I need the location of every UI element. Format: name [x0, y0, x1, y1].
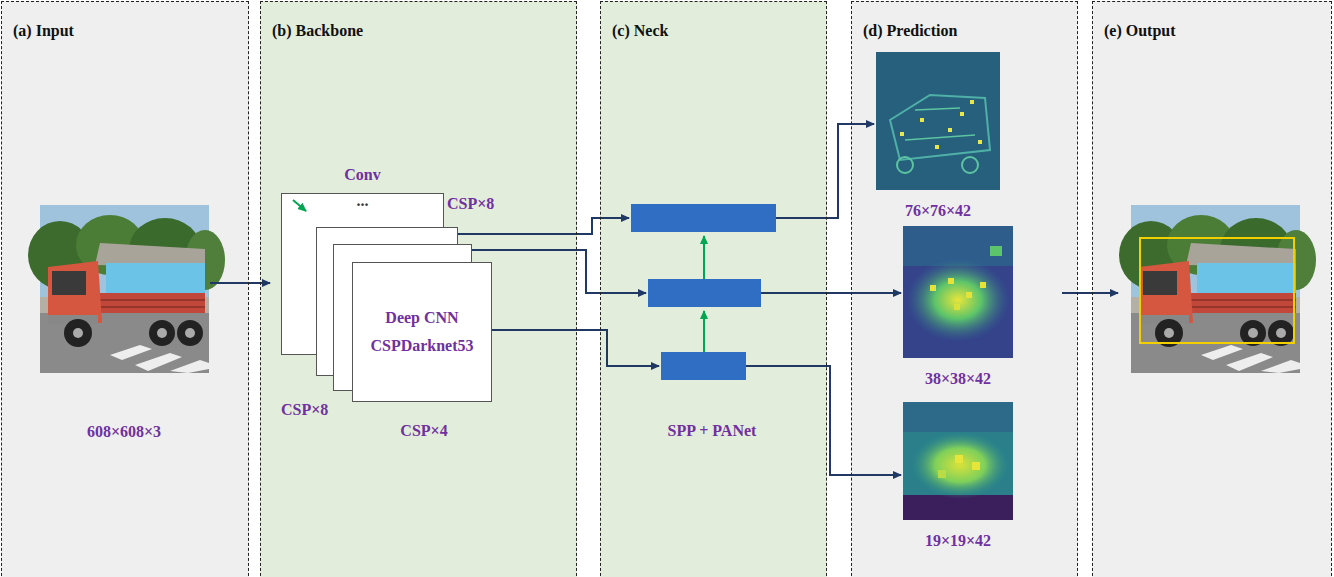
panel-heading: (e) Output	[1104, 21, 1320, 41]
stage-repeat: CSP×8	[447, 194, 494, 214]
panel-frame: (b) BackboneConv... Deep CNN CSPDarknet53	[260, 1, 577, 577]
bounding-box	[1140, 238, 1294, 343]
map-size: 76×76×42	[905, 200, 971, 222]
wires	[210, 124, 1118, 475]
feature-map: 38×38×42	[903, 226, 1013, 390]
heatmap	[876, 52, 1000, 190]
block-label: Deep CNN	[385, 308, 458, 328]
panel-heading: (a) Input	[13, 21, 237, 41]
heatmap	[903, 226, 1013, 358]
block-label: Conv	[282, 164, 443, 186]
panel-frame: (a) Input	[1, 1, 249, 577]
feature-map: 76×76×42	[876, 52, 1000, 222]
panel-frame: (d) Prediction 76×76×42 38×38×42 19×19×42	[851, 1, 1078, 577]
stage-repeat: CSP×8	[281, 400, 328, 420]
heatmap	[903, 402, 1013, 520]
panel-heading: (b) Backbone	[272, 21, 565, 41]
input-image	[28, 205, 225, 373]
block-label: ...	[282, 192, 443, 210]
cnn-sheet: Deep CNN CSPDarknet53	[352, 262, 492, 402]
stage-repeat: CSP×4	[400, 421, 447, 441]
up-arrow	[703, 311, 705, 352]
up-arrow	[703, 236, 705, 279]
neck-block	[648, 279, 761, 307]
neck-name: SPP + PANet	[668, 421, 757, 441]
neck-block	[661, 352, 746, 380]
output-image	[1119, 205, 1316, 373]
input-size: 608×608×3	[87, 422, 161, 442]
map-size: 19×19×42	[925, 530, 991, 552]
feature-map: 19×19×42	[903, 402, 1013, 552]
neck-block	[631, 204, 776, 232]
panel-frame: (c) Neck	[600, 1, 827, 577]
panel-heading: (d) Prediction	[863, 21, 1066, 41]
panel-frame: (e) Output	[1092, 1, 1332, 577]
panel-heading: (c) Neck	[612, 21, 815, 41]
map-size: 38×38×42	[925, 368, 991, 390]
block-label: CSPDarknet53	[370, 336, 473, 356]
